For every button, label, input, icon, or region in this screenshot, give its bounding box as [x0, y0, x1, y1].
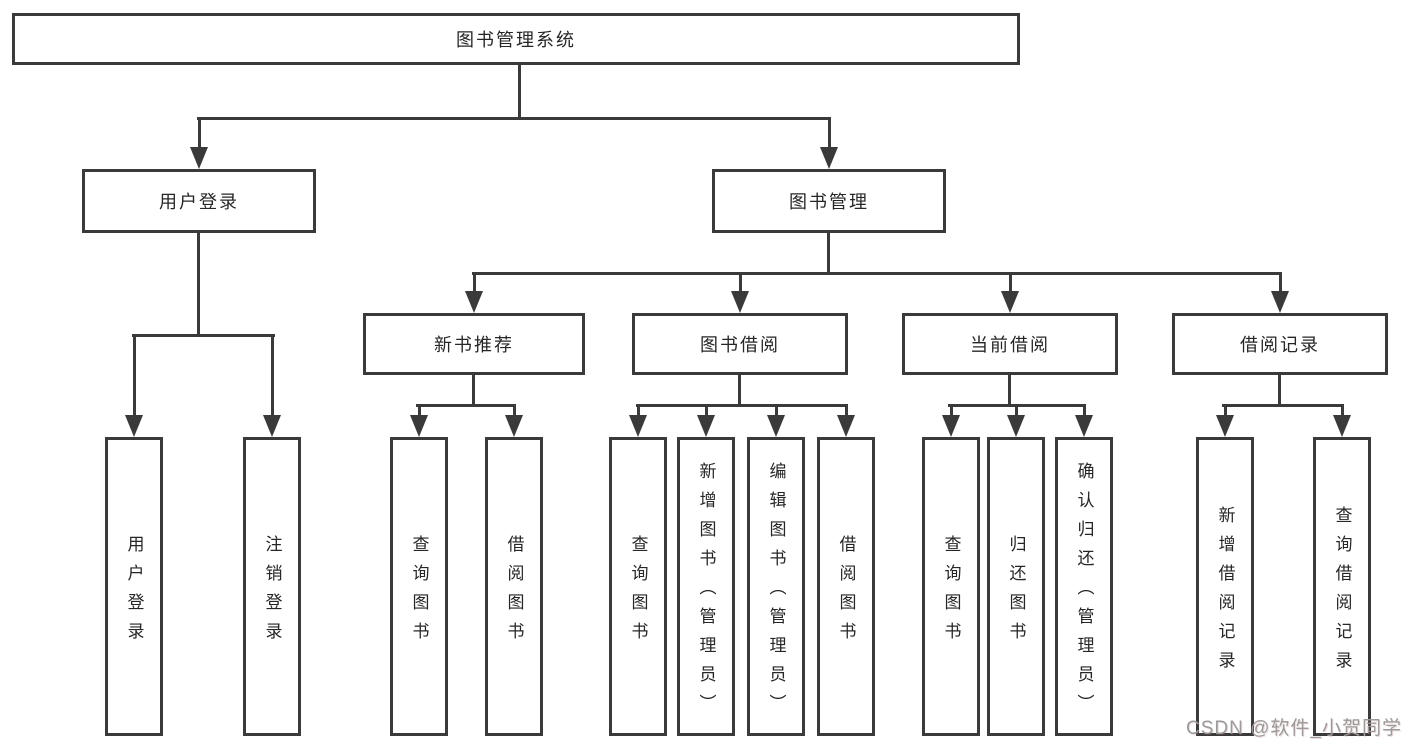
node-new-book-recommend-label: 新书推荐 [434, 335, 514, 355]
connector-arrow-current [1001, 272, 1019, 313]
leaf-newbooks-borrow-books: 借阅图书 [485, 437, 543, 736]
leaf-current-query-books-label: 查询图书 [941, 534, 961, 651]
down-arrow-icon [1271, 291, 1289, 313]
node-book-management: 图书管理 [712, 169, 946, 233]
connector-arrow-leaf-logout [263, 334, 281, 437]
down-arrow-icon [1001, 291, 1019, 313]
connector-book-mgmt-stub [827, 233, 830, 275]
node-book-borrowing-label: 图书借阅 [700, 335, 780, 355]
down-arrow-icon [465, 291, 483, 313]
down-arrow-icon [263, 415, 281, 437]
down-arrow-icon [1007, 415, 1025, 437]
node-borrowing-records: 借阅记录 [1172, 313, 1388, 375]
connector-root-stub [518, 65, 521, 120]
leaf-newbooks-query-books-label: 查询图书 [409, 534, 429, 651]
node-borrowing-records-label: 借阅记录 [1240, 335, 1320, 355]
down-arrow-icon [410, 415, 428, 437]
node-user-login-label: 用户登录 [159, 192, 239, 212]
node-user-login: 用户登录 [82, 169, 316, 233]
leaf-newbooks-borrow-books-label: 借阅图书 [504, 534, 524, 651]
node-book-management-label: 图书管理 [789, 192, 869, 212]
connector-user-login-branch [132, 334, 275, 337]
leaf-borrowing-borrow-books-label: 借阅图书 [836, 534, 856, 651]
leaf-logout: 注销登录 [243, 437, 301, 736]
down-arrow-icon [767, 415, 785, 437]
connector-arrow-c-query [942, 404, 960, 437]
down-arrow-icon [1216, 415, 1234, 437]
connector-records-stub [1278, 375, 1281, 407]
down-arrow-icon [125, 415, 143, 437]
leaf-borrowing-edit-books-admin-label: 编辑图书（管理员） [766, 462, 786, 723]
leaf-logout-label: 注销登录 [262, 534, 282, 651]
connector-arrow-b-borrow [837, 404, 855, 437]
leaf-records-add-record: 新增借阅记录 [1196, 437, 1254, 736]
connector-arrow-c-return [1007, 404, 1025, 437]
leaf-current-return-books: 归还图书 [987, 437, 1045, 736]
connector-level2-branch [197, 117, 831, 120]
leaf-current-confirm-return-admin: 确认归还（管理员） [1055, 437, 1113, 736]
connector-new-books-stub [472, 375, 475, 407]
connector-borrowing-stub [738, 375, 741, 407]
connector-arrow-user-login [190, 117, 208, 169]
down-arrow-icon [1333, 415, 1351, 437]
connector-arrow-b-query [629, 404, 647, 437]
connector-arrow-nb-query [410, 404, 428, 437]
node-root-label: 图书管理系统 [456, 30, 576, 50]
down-arrow-icon [190, 147, 208, 169]
leaf-current-query-books: 查询图书 [922, 437, 980, 736]
down-arrow-icon [942, 415, 960, 437]
leaf-borrowing-add-books-admin-label: 新增图书（管理员） [696, 462, 716, 723]
leaf-records-query-record: 查询借阅记录 [1313, 437, 1371, 736]
down-arrow-icon [629, 415, 647, 437]
leaf-records-add-record-label: 新增借阅记录 [1215, 505, 1235, 680]
down-arrow-icon [1075, 415, 1093, 437]
leaf-newbooks-query-books: 查询图书 [390, 437, 448, 736]
node-new-book-recommend: 新书推荐 [363, 313, 585, 375]
connector-arrow-records [1271, 272, 1289, 313]
down-arrow-icon [697, 415, 715, 437]
leaf-borrowing-query-books: 查询图书 [609, 437, 667, 736]
node-book-borrowing: 图书借阅 [632, 313, 848, 375]
connector-arrow-borrowing [731, 272, 749, 313]
leaf-user-login-label: 用户登录 [124, 534, 144, 651]
down-arrow-icon [505, 415, 523, 437]
node-current-borrowing: 当前借阅 [902, 313, 1118, 375]
leaf-user-login: 用户登录 [105, 437, 163, 736]
connector-arrow-nb-borrow [505, 404, 523, 437]
leaf-borrowing-query-books-label: 查询图书 [628, 534, 648, 651]
leaf-borrowing-edit-books-admin: 编辑图书（管理员） [747, 437, 805, 736]
connector-records-branch [1222, 404, 1344, 407]
connector-new-books-branch [416, 404, 516, 407]
connector-arrow-new-books [465, 272, 483, 313]
connector-user-login-stub [197, 233, 200, 337]
connector-arrow-leaf-login [125, 334, 143, 437]
node-current-borrowing-label: 当前借阅 [970, 335, 1050, 355]
leaf-borrowing-add-books-admin: 新增图书（管理员） [677, 437, 735, 736]
leaf-borrowing-borrow-books: 借阅图书 [817, 437, 875, 736]
connector-arrow-r-query [1333, 404, 1351, 437]
down-arrow-icon [820, 147, 838, 169]
leaf-current-confirm-return-admin-label: 确认归还（管理员） [1074, 462, 1094, 723]
connector-arrow-book-mgmt [820, 117, 838, 169]
node-root: 图书管理系统 [12, 13, 1020, 65]
connector-level3-branch [472, 272, 1282, 275]
csdn-watermark: CSDN @软件_小贺同学 [1186, 718, 1402, 739]
connector-arrow-r-add [1216, 404, 1234, 437]
down-arrow-icon [837, 415, 855, 437]
connector-current-stub [1008, 375, 1011, 407]
connector-arrow-b-add [697, 404, 715, 437]
connector-arrow-b-edit [767, 404, 785, 437]
down-arrow-icon [731, 291, 749, 313]
connector-borrowing-branch [636, 404, 848, 407]
leaf-records-query-record-label: 查询借阅记录 [1332, 505, 1352, 680]
connector-arrow-c-confirm [1075, 404, 1093, 437]
leaf-current-return-books-label: 归还图书 [1006, 534, 1026, 651]
